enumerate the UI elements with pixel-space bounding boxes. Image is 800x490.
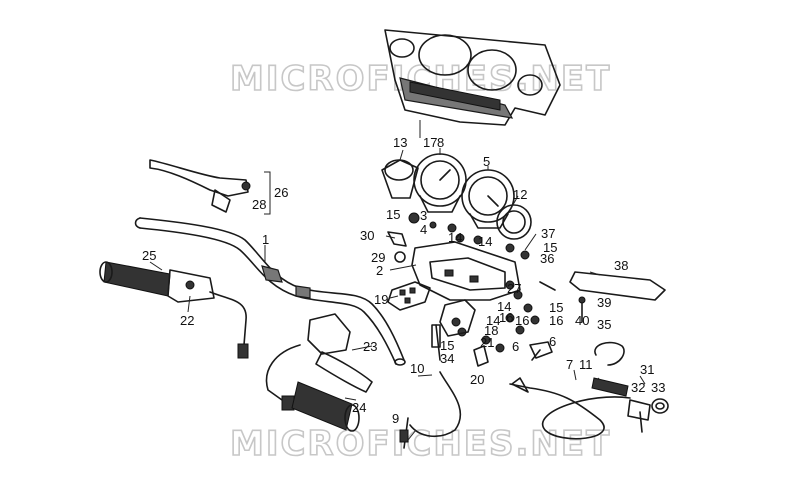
switch-6 bbox=[529, 341, 553, 361]
callout-21: 21 bbox=[480, 335, 494, 350]
speedometer-cable bbox=[399, 324, 462, 449]
left-grip bbox=[99, 261, 249, 359]
callout-labels: 1 2 3 4 5 6 6 7 8 9 10 11 12 13 14 14 14… bbox=[142, 135, 665, 426]
callout-38: 38 bbox=[614, 258, 628, 273]
callout-9: 9 bbox=[392, 411, 399, 426]
callout-22: 22 bbox=[180, 313, 194, 328]
callout-25: 25 bbox=[142, 248, 156, 263]
callout-7: 7 bbox=[566, 357, 573, 372]
leader-lines bbox=[149, 120, 646, 441]
tachometer-cable bbox=[509, 377, 631, 440]
callout-1: 1 bbox=[262, 232, 269, 247]
callout-15d: 15 bbox=[440, 338, 454, 353]
callout-17: 17 bbox=[423, 135, 437, 150]
callout-16c: 16 bbox=[549, 313, 563, 328]
speedometer-8 bbox=[413, 153, 467, 213]
callout-39: 39 bbox=[597, 295, 611, 310]
gauge-small-13 bbox=[381, 159, 419, 199]
clutch-lever bbox=[149, 159, 251, 213]
callout-14b: 14 bbox=[478, 234, 492, 249]
callout-23: 23 bbox=[363, 339, 377, 354]
sender-parts bbox=[627, 398, 669, 433]
small-fasteners bbox=[387, 212, 556, 353]
instrument-bracket bbox=[411, 241, 521, 301]
tachometer-5 bbox=[461, 169, 515, 229]
connector-plate-38 bbox=[569, 271, 666, 301]
callout-27: 27 bbox=[507, 281, 521, 296]
callout-20: 20 bbox=[470, 372, 484, 387]
callout-32: 32 bbox=[631, 380, 645, 395]
callout-11: 11 bbox=[579, 357, 593, 372]
callout-15a: 15 bbox=[386, 207, 400, 222]
throttle-assembly bbox=[265, 313, 373, 432]
callout-16a: 16 bbox=[499, 310, 513, 325]
callout-18: 18 bbox=[484, 323, 498, 338]
callout-36: 36 bbox=[540, 251, 554, 266]
callout-8: 8 bbox=[437, 135, 444, 150]
part-20 bbox=[473, 345, 489, 367]
callout-14c: 14 bbox=[497, 299, 511, 314]
callout-6: 6 bbox=[549, 334, 556, 349]
callout-24: 24 bbox=[352, 400, 366, 415]
callout-5: 5 bbox=[483, 154, 490, 169]
callout-30: 30 bbox=[360, 228, 374, 243]
instrument-cover bbox=[384, 29, 561, 126]
callout-29: 29 bbox=[371, 250, 385, 265]
callout-16b: 16 bbox=[515, 313, 529, 328]
callout-4: 4 bbox=[420, 222, 427, 237]
callout-3: 3 bbox=[420, 208, 427, 223]
callout-26: 26 bbox=[274, 185, 288, 200]
clip-35 bbox=[594, 341, 625, 366]
callout-33: 33 bbox=[651, 380, 665, 395]
callout-2: 2 bbox=[376, 263, 383, 278]
callout-14d: 14 bbox=[486, 313, 500, 328]
callout-15b: 15 bbox=[543, 240, 557, 255]
watermark-bottom: MICROFICHES.NET bbox=[230, 424, 611, 464]
callout-28: 28 bbox=[252, 197, 266, 212]
callout-15c: 15 bbox=[549, 300, 563, 315]
callout-13: 13 bbox=[393, 135, 407, 150]
callout-35: 35 bbox=[597, 317, 611, 332]
gauge-12 bbox=[496, 204, 532, 240]
callout-6b: 6 bbox=[512, 339, 519, 354]
callout-34: 34 bbox=[440, 351, 454, 366]
callout-14a: 14 bbox=[448, 230, 462, 245]
callout-40: 40 bbox=[575, 313, 589, 328]
callout-10: 10 bbox=[410, 361, 424, 376]
callout-12: 12 bbox=[513, 187, 527, 202]
handlebar bbox=[134, 217, 406, 366]
callout-19: 19 bbox=[374, 292, 388, 307]
warning-light-board bbox=[387, 281, 476, 337]
callout-37: 37 bbox=[541, 226, 555, 241]
callout-31: 31 bbox=[640, 362, 654, 377]
